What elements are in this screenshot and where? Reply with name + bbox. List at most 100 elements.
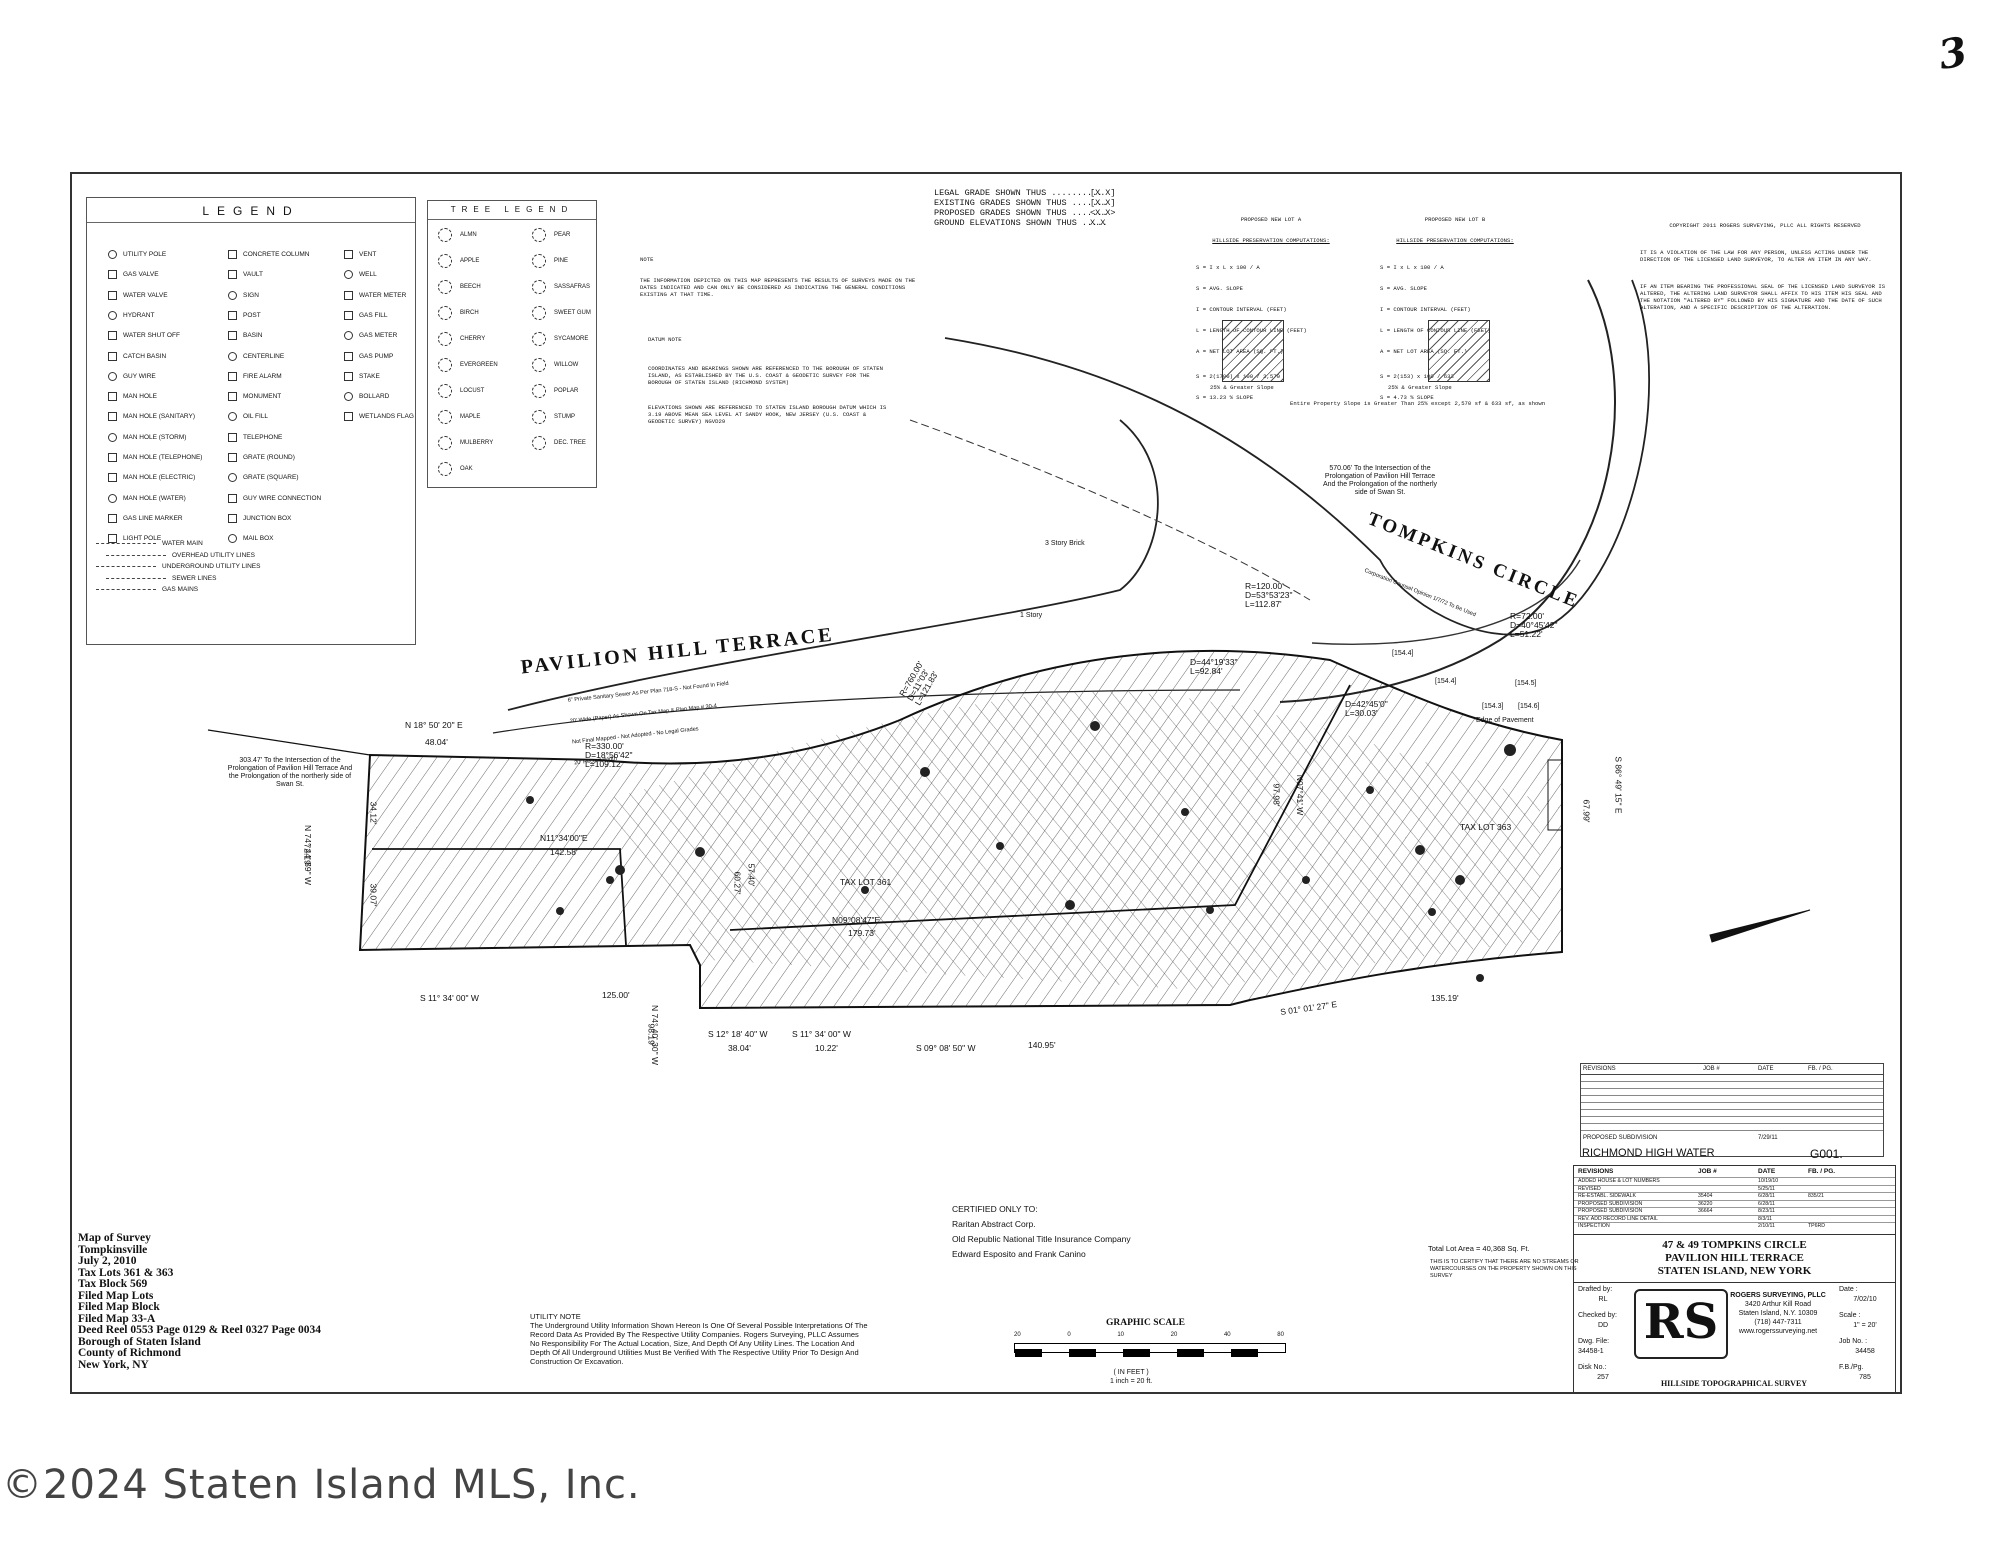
title-block-bottom: Drafted by: RL Checked by: DD Dwg. File:…: [1574, 1281, 1895, 1401]
legend-label: CENTERLINE: [243, 352, 285, 360]
legend-symbol-icon: [228, 412, 237, 422]
tree-legend-item: BEECH: [438, 280, 481, 294]
revision-cell: [1808, 1186, 1848, 1193]
lot-b-title: PROPOSED NEW LOT B: [1424, 216, 1486, 223]
legend-line-icon: [96, 566, 156, 567]
legend-label: GAS FILL: [359, 311, 388, 319]
graphic-scale-ticks: 20 0 10 20 40 80: [1014, 1332, 1284, 1338]
legend-label: UTILITY POLE: [123, 251, 167, 258]
revision-cell: [1698, 1223, 1758, 1230]
legend-item: MAN HOLE (ELECTRIC): [108, 473, 195, 483]
tree-symbol-icon: [532, 228, 546, 242]
tree-symbol-icon: [438, 306, 452, 320]
curve-5-d: D=44°19'33": [1190, 657, 1238, 667]
bearing-9-length: 67.99': [1581, 799, 1592, 823]
grade-symbol-ground: X.X: [1090, 218, 1106, 228]
legend-label: BASIN: [243, 332, 263, 340]
edge-pavement-label: Edge of Pavement: [1476, 717, 1534, 724]
legend-label: GUY WIRE CONNECTION: [243, 494, 322, 502]
curve-1-d: D=18°56'42": [585, 750, 633, 760]
legend-symbol-icon: [228, 310, 237, 320]
legend-symbol-icon: [108, 412, 117, 422]
legend-label: VAULT: [243, 271, 263, 279]
revision-cell: [1808, 1216, 1848, 1223]
tree-symbols: [526, 721, 1516, 982]
sanitary-sewer-line: [909, 419, 1311, 601]
scale-label: Scale :: [1839, 1311, 1861, 1319]
tree-label: SWEET GUM: [554, 310, 591, 316]
company-address-1: 3420 Arthur Kill Road: [1744, 1300, 1812, 1308]
tree-label: APPLE: [460, 258, 480, 264]
revision-cell: 36220: [1698, 1200, 1713, 1207]
tree-label: PEAR: [554, 232, 571, 238]
legend-item: GAS PUMP: [344, 351, 393, 361]
lot-361-363-line: [729, 684, 1351, 931]
legend-item: MAN HOLE (WATER): [108, 493, 186, 503]
revision-cell: 8/3/11: [1758, 1215, 1773, 1222]
bearing-7: S 09° 08' 50" W: [916, 1043, 976, 1053]
legend-symbol-icon: [344, 412, 353, 422]
prolongation-line-west: [207, 729, 371, 756]
utility-note-text: The Underground Utility Information Show…: [530, 1321, 868, 1366]
legend-line-label: UNDERGROUND UTILITY LINES: [162, 563, 261, 570]
tree-label: STUMP: [554, 414, 575, 420]
legend-label: WATER VALVE: [123, 291, 168, 299]
legend-item: CENTERLINE: [228, 351, 285, 361]
lot-area-note: THIS IS TO CERTIFY THAT THERE ARE NO STR…: [1430, 1259, 1579, 1279]
stairs: [1547, 759, 1563, 831]
legend-symbol-icon: [228, 534, 237, 544]
curve-6: D=42°45'0" L=30.03': [1345, 700, 1388, 718]
rev-h3: DATE: [1758, 1168, 1776, 1175]
survey-info-11: County of Richmond: [78, 1347, 181, 1359]
survey-info-10: Borough of Staten Island: [78, 1335, 201, 1348]
legend-line-icon: [106, 554, 166, 556]
mls-copyright: ©2024 Staten Island MLS, Inc.: [2, 1462, 641, 1508]
tree-legend-item: PINE: [532, 254, 568, 268]
bearing-1: N 18° 50' 20" E: [405, 720, 463, 730]
legend-label: SIGN: [243, 291, 259, 299]
company-info: ROGERS SURVEYING, PLLC 3420 Arthur Kill …: [1728, 1291, 1828, 1336]
tree-symbol-icon: [438, 358, 452, 372]
legend-item: VAULT: [228, 270, 263, 280]
dwg-value: 34458-1: [1578, 1347, 1604, 1355]
legend-label: MAN HOLE (SANITARY): [123, 413, 195, 421]
bearing-1-length: 48.04': [425, 737, 448, 747]
tree-label: BIRCH: [460, 310, 479, 316]
legend-label: GRATE (SQUARE): [243, 474, 299, 482]
legend-symbol-icon: [108, 432, 117, 442]
revision-cell: TP6RD: [1808, 1223, 1826, 1229]
survey-info-7: Filed Map Block: [78, 1301, 160, 1313]
rev-top-h4: FB. / PG.: [1808, 1066, 1833, 1072]
legend-label: POST: [243, 311, 261, 319]
title-block-right: Date : 7/02/10 Scale : 1" = 20' Job No. …: [1839, 1285, 1891, 1383]
tree-legend-item: BIRCH: [438, 306, 479, 320]
note-title: NOTE: [640, 256, 654, 263]
contour-overlay: [600, 690, 1540, 990]
checked-value: DD: [1597, 1321, 1609, 1329]
legend-label: HYDRANT: [123, 311, 155, 319]
job-value: 34458: [1855, 1347, 1875, 1355]
legend-symbol-icon: [228, 493, 237, 503]
disk-value: 257: [1597, 1373, 1609, 1381]
legend-line-item: GAS MAINS: [96, 586, 198, 593]
lot-a-formula: S = I x L x 100 / A: [1196, 264, 1260, 271]
datum-note: DATUM NOTE COORDINATES AND BEARINGS SHOW…: [648, 322, 888, 432]
legend-label: GAS METER: [359, 332, 398, 340]
revision-cell: 6/28/11: [1758, 1193, 1775, 1199]
datum-note-title: DATUM NOTE: [648, 336, 682, 343]
legend-symbol-icon: [228, 270, 237, 280]
drafted-label: Drafted by:: [1578, 1285, 1613, 1293]
legend-symbol-icon: [228, 250, 237, 259]
survey-info-12: New York, NY: [78, 1358, 149, 1371]
tree-label: CHERRY: [460, 336, 486, 342]
legend-item: MAIL BOX: [228, 534, 273, 544]
legend-label: MAN HOLE (WATER): [123, 494, 186, 502]
tree-label: SASSAFRAS: [554, 284, 591, 290]
tree-label: DEC. TREE: [554, 440, 586, 446]
tree-label: MULBERRY: [460, 440, 494, 446]
bearing-10-length: 98.19': [646, 1023, 657, 1047]
